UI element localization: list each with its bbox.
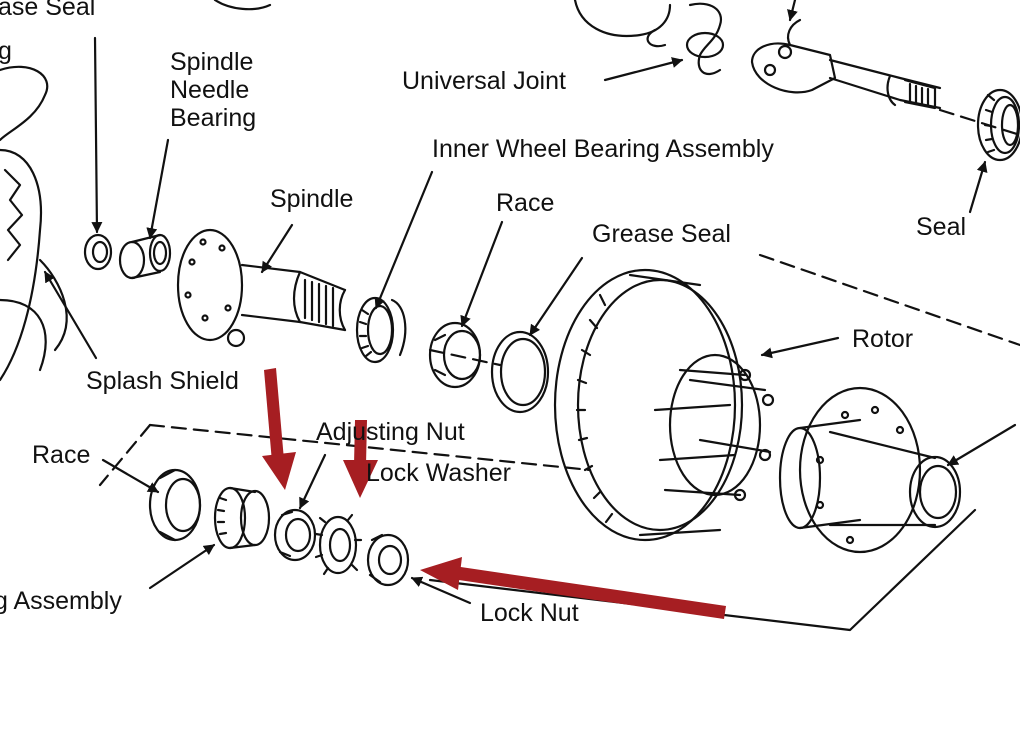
red-arrow-adjusting-nut <box>262 368 296 490</box>
universal-joint-part <box>573 0 725 76</box>
label-spindle-needle-bearing-line2: Needle <box>170 76 250 104</box>
red-callouts <box>262 368 726 619</box>
assembly-outline <box>428 508 977 632</box>
adjusting-nut-part <box>273 508 317 562</box>
steering-knuckle-part <box>0 65 68 382</box>
dashed-guides <box>98 108 1020 487</box>
label-inner-wheel-bearing-assembly: Inner Wheel Bearing Assembly <box>432 135 774 163</box>
label-assembly-left: g Assembly <box>0 587 122 615</box>
axle-shaft-part <box>750 18 942 110</box>
label-bearing-fragment: g <box>0 37 12 65</box>
label-adjusting-nut: Adjusting Nut <box>316 418 465 446</box>
label-rotor: Rotor <box>852 325 914 353</box>
label-spindle-needle-bearing: Spindle Needle Bearing <box>170 48 256 132</box>
axle-seal-part <box>976 88 1020 162</box>
label-lock-nut: Lock Nut <box>480 599 579 627</box>
hub-part <box>778 386 962 554</box>
label-spindle-needle-bearing-line3: Bearing <box>170 104 257 132</box>
needle-bearing-part <box>118 233 172 280</box>
spindle-part <box>176 228 347 348</box>
label-seal: Seal <box>916 213 967 241</box>
label-lock-washer: Lock Washer <box>366 459 511 487</box>
label-spindle: Spindle <box>270 185 354 213</box>
inner-bearing-part <box>355 296 407 364</box>
race-part-top <box>428 321 482 389</box>
label-grease-seal-top: ase Seal <box>0 0 96 21</box>
grease-seal-part <box>490 330 550 414</box>
label-race-left: Race <box>32 441 91 469</box>
label-race-top: Race <box>496 189 555 217</box>
outer-bearing-part <box>213 486 271 550</box>
spindle-grease-seal-part <box>83 233 113 271</box>
red-arrow-lock-nut <box>420 557 726 619</box>
top-part-fragment <box>213 0 272 11</box>
leader-arrows <box>43 0 1017 605</box>
red-arrow-lock-washer <box>343 420 378 498</box>
lock-washer-part <box>314 513 363 576</box>
rotor-part <box>553 268 775 542</box>
label-spindle-needle-bearing-line1: Spindle <box>170 48 254 76</box>
label-grease-seal: Grease Seal <box>592 220 731 248</box>
label-splash-shield: Splash Shield <box>86 367 239 395</box>
label-universal-joint: Universal Joint <box>402 67 566 95</box>
lock-nut-part <box>366 533 410 587</box>
race-part-left <box>148 468 202 542</box>
